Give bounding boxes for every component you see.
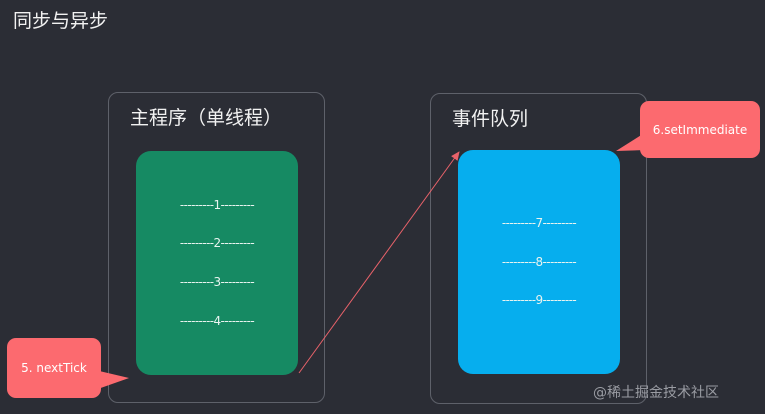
main-step-3: ---------3--------- (179, 275, 255, 289)
set-immediate-callout: 6.setImmediate (640, 101, 760, 158)
next-tick-callout: 5. nextTick (7, 338, 101, 398)
queue-step-8: ---------8--------- (501, 255, 577, 269)
main-step-1: ---------1--------- (179, 198, 255, 212)
queue-step-7: ---------7--------- (501, 216, 577, 230)
main-program-heading: 主程序（单线程） (130, 107, 283, 129)
queue-step-9: ---------9--------- (501, 293, 577, 307)
slide-title: 同步与异步 (13, 10, 109, 32)
main-program-card (136, 151, 298, 375)
event-queue-card (458, 150, 620, 374)
main-step-2: ---------2--------- (179, 236, 255, 250)
main-step-4: ---------4--------- (179, 314, 255, 328)
watermark: @稀土掘金技术社区 (593, 385, 719, 401)
event-queue-heading: 事件队列 (452, 108, 529, 130)
